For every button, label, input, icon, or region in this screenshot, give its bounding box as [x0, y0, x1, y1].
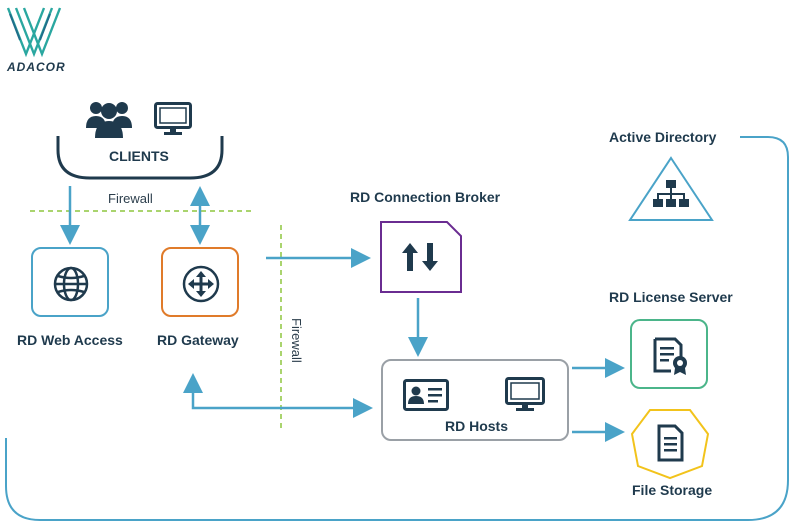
brand-logo-text: ADACOR: [7, 60, 66, 74]
rd-web-access-node[interactable]: [31, 247, 109, 317]
monitor-icon: [154, 102, 192, 135]
rd-connection-broker-label: RD Connection Broker: [350, 189, 501, 205]
rd-gateway-node[interactable]: [161, 247, 239, 317]
rd-gateway-label: RD Gateway: [157, 332, 239, 348]
monitor-icon: [505, 377, 545, 411]
active-directory-label: Active Directory: [609, 129, 717, 145]
file-storage-label: File Storage: [632, 482, 713, 498]
outer-boundary-line: [5, 136, 789, 521]
rd-connection-broker-node[interactable]: [380, 221, 462, 293]
arrow-gateway-hosts: [183, 373, 373, 418]
rd-hosts-node[interactable]: RD Hosts: [381, 359, 569, 441]
clients-label: CLIENTS: [109, 148, 169, 164]
move-arrows-icon: [182, 265, 220, 303]
firewall-label-horizontal: Firewall: [108, 191, 153, 206]
file-storage-node[interactable]: [630, 408, 710, 480]
firewall-label-vertical: Firewall: [289, 318, 304, 363]
active-directory-node[interactable]: [628, 156, 714, 222]
document-icon: [657, 424, 684, 462]
swap-arrows-icon: [402, 243, 438, 271]
id-card-icon: [403, 379, 449, 411]
globe-icon: [53, 266, 89, 302]
adacor-logo-icon: [6, 7, 62, 58]
rd-hosts-label: RD Hosts: [445, 418, 509, 434]
users-icon: [86, 102, 132, 138]
rd-license-server-label: RD License Server: [609, 289, 733, 305]
rd-license-server-node[interactable]: [630, 319, 708, 389]
clients-bracket-line: [56, 136, 224, 180]
hierarchy-icon: [653, 180, 689, 207]
rd-web-access-label: RD Web Access: [17, 332, 123, 348]
certificate-icon: [653, 337, 687, 375]
